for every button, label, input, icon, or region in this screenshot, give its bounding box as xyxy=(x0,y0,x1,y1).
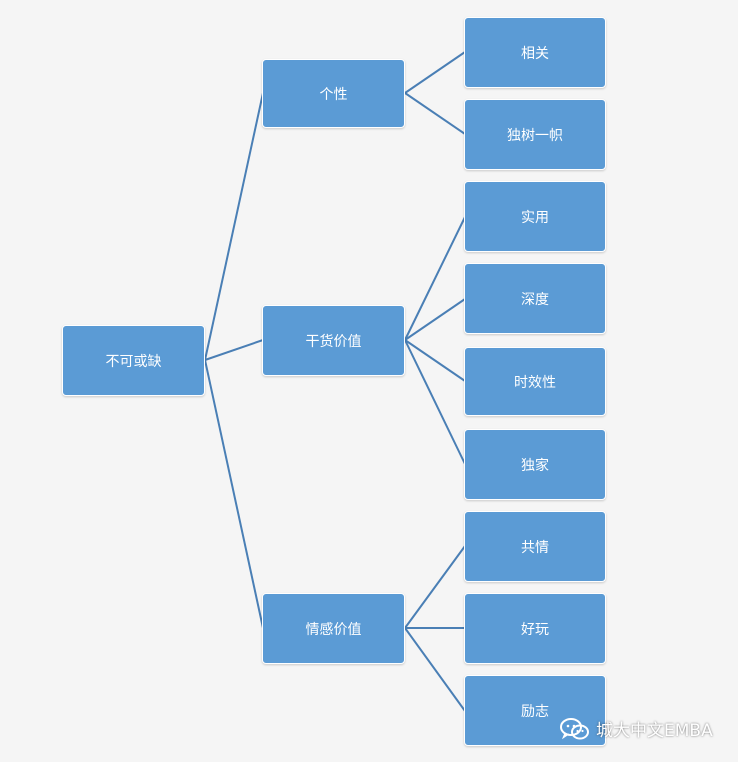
branch-node-emotional-value: 情感价值 xyxy=(262,593,405,664)
edge-branch-2-to-leaf-2 xyxy=(404,298,466,341)
leaf-node: 独树一帜 xyxy=(464,99,606,170)
leaf-node: 深度 xyxy=(464,263,606,334)
root-node: 不可或缺 xyxy=(62,325,205,396)
watermark-text: 城大中文EMBA xyxy=(596,721,713,741)
leaf-node: 好玩 xyxy=(464,593,606,664)
edge-branch-1-to-leaf-1 xyxy=(404,51,466,94)
edge-root-to-branch-1 xyxy=(204,92,264,361)
edge-branch-3-to-leaf-3 xyxy=(404,627,466,712)
leaf-node: 共情 xyxy=(464,511,606,582)
edge-branch-2-to-leaf-4 xyxy=(404,339,466,465)
leaf-node: 时效性 xyxy=(464,347,606,416)
leaf-node: 独家 xyxy=(464,429,606,500)
leaf-node: 励志 xyxy=(464,675,606,746)
edge-branch-2-to-leaf-1 xyxy=(404,216,466,341)
edge-branch-3-to-leaf-1 xyxy=(404,545,466,629)
watermark: 城大中文EMBA xyxy=(560,716,713,741)
edge-root-to-branch-2 xyxy=(204,339,264,361)
edge-branch-2-to-leaf-3 xyxy=(404,339,466,382)
leaf-node: 实用 xyxy=(464,181,606,252)
leaf-node: 相关 xyxy=(464,17,606,88)
edge-root-to-branch-3 xyxy=(204,359,264,629)
branch-node-personality: 个性 xyxy=(262,59,405,128)
wechat-icon xyxy=(560,717,589,739)
edge-branch-1-to-leaf-2 xyxy=(404,92,466,135)
branch-node-practical-value: 干货价值 xyxy=(262,305,405,376)
